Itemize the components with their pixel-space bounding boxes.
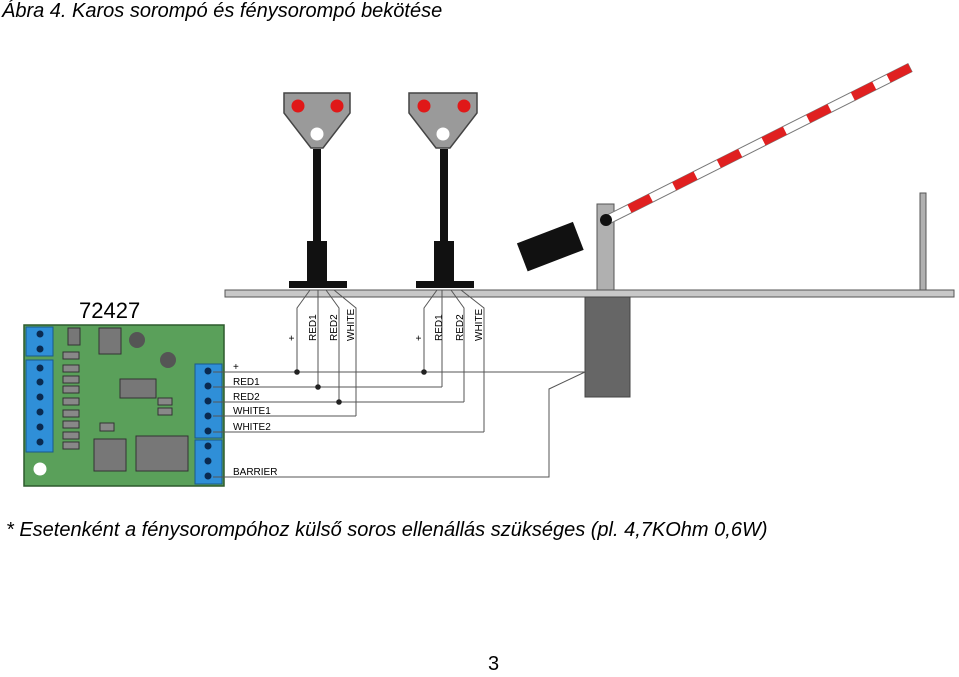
signal-1-wire-red1: RED1: [308, 314, 319, 341]
signal-2-wire-plus: +: [414, 335, 425, 341]
signal-1-lamp-white: [310, 127, 324, 141]
signal-1-wire-red2: RED2: [329, 314, 340, 341]
light-signal-2: [408, 92, 478, 288]
controller-board: [23, 324, 225, 487]
signal-2-mast: [440, 149, 448, 241]
barrier-post: [596, 203, 615, 291]
signal-2-lamp-white: [436, 127, 450, 141]
light-signal-1: [283, 92, 351, 288]
barrier-assembly: [516, 62, 927, 398]
terminal-label-red2: RED2: [233, 392, 260, 403]
terminal-label-white2: WHITE2: [233, 422, 271, 433]
board-model-label: 72427: [79, 298, 140, 323]
left-terminal-block-bottom: [25, 359, 54, 453]
terminal-label-plus: +: [233, 362, 239, 373]
right-terminal-block-top: [194, 363, 223, 439]
signal-1-wire-plus: +: [287, 335, 298, 341]
page-number: 3: [488, 653, 500, 675]
signal-1-mast: [313, 149, 321, 241]
terminal-label-white1: WHITE1: [233, 406, 271, 417]
barrier-pivot: [600, 214, 612, 226]
mounting-hole: [33, 462, 47, 476]
signal-2-wire-red1: RED1: [434, 314, 445, 341]
signal-2-lamp-red-left: [417, 99, 431, 113]
signal-1-lamp-red-left: [291, 99, 305, 113]
signal-1-base: [307, 241, 327, 282]
signal-1-foot: [289, 281, 347, 288]
signal-2-foot: [416, 281, 474, 288]
barrier-counterweight: [516, 221, 584, 272]
figure-caption: Ábra 4. Karos sorompó és fénysorompó bek…: [2, 0, 443, 22]
signal-1-wire-white: WHITE: [346, 308, 357, 341]
footnote: * Esetenként a fénysorompóhoz külső soro…: [6, 519, 768, 541]
barrier-underground-base: [584, 296, 631, 398]
signal-2-lamp-red-right: [457, 99, 471, 113]
signal-1-lamp-red-right: [330, 99, 344, 113]
barrier-rest-post: [919, 192, 927, 291]
terminal-label-barrier: BARRIER: [233, 467, 277, 478]
signal-2-wire-red2: RED2: [455, 314, 466, 341]
terminal-label-red1: RED1: [233, 377, 260, 388]
signal-2-base: [434, 241, 454, 282]
signal-2-wire-white: WHITE: [474, 308, 485, 341]
platform-bar: [224, 289, 955, 298]
wiring: [213, 289, 586, 478]
